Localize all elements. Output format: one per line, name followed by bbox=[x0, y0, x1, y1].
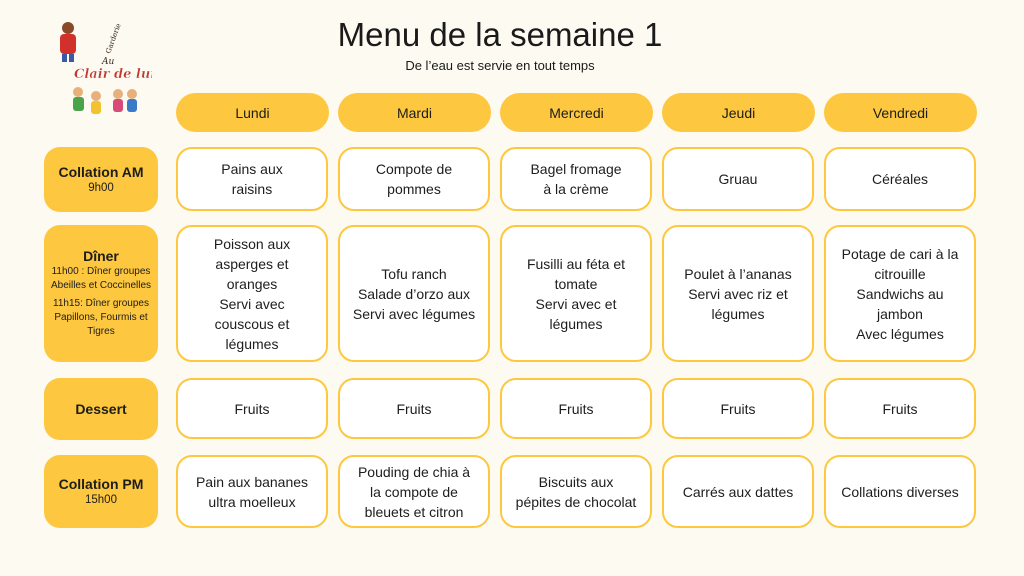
menu-cell-diner-jeudi: Poulet à l’ananas Servi avec riz et légu… bbox=[662, 225, 814, 362]
menu-cell-diner-vendredi: Potage de cari à la citrouille Sandwichs… bbox=[824, 225, 976, 362]
row-label-collation-pm: Collation PM 15h00 bbox=[44, 455, 158, 528]
row-label-collation-am: Collation AM 9h00 bbox=[44, 147, 158, 212]
menu-cell-dessert-jeudi: Fruits bbox=[662, 378, 814, 439]
menu-cell-dessert-vendredi: Fruits bbox=[824, 378, 976, 439]
menu-cell-collation-am-jeudi: Gruau bbox=[662, 147, 814, 211]
menu-cell-collation-am-mardi: Compote de pommes bbox=[338, 147, 490, 211]
menu-cell-collation-pm-vendredi: Collations diverses bbox=[824, 455, 976, 528]
menu-cell-collation-am-mercredi: Bagel fromage à la crème bbox=[500, 147, 652, 211]
menu-cell-dessert-mercredi: Fruits bbox=[500, 378, 652, 439]
menu-cell-collation-pm-jeudi: Carrés aux dattes bbox=[662, 455, 814, 528]
menu-cell-collation-pm-mercredi: Biscuits aux pépites de chocolat bbox=[500, 455, 652, 528]
svg-text:Clair de lune: Clair de lune bbox=[74, 67, 152, 82]
day-header-mercredi: Mercredi bbox=[500, 93, 653, 132]
svg-text:Garderie: Garderie bbox=[104, 22, 122, 54]
day-header-vendredi: Vendredi bbox=[824, 93, 977, 132]
menu-cell-diner-mercredi: Fusilli au féta et tomate Servi avec et … bbox=[500, 225, 652, 362]
row-label-title: Dîner bbox=[83, 248, 119, 264]
day-header-lundi: Lundi bbox=[176, 93, 329, 132]
row-label-time: 9h00 bbox=[88, 182, 114, 194]
row-label-title: Dessert bbox=[75, 400, 127, 417]
menu-cell-dessert-lundi: Fruits bbox=[176, 378, 328, 439]
row-label-title: Collation AM bbox=[58, 164, 144, 180]
row-label-title: Collation PM bbox=[58, 476, 144, 492]
menu-cell-collation-pm-lundi: Pain aux bananes ultra moelleux bbox=[176, 455, 328, 528]
day-header-jeudi: Jeudi bbox=[662, 93, 815, 132]
row-label-diner: Dîner 11h00 : Dîner groupes Abeilles et … bbox=[44, 225, 158, 362]
row-label-time: 15h00 bbox=[85, 494, 117, 506]
page-subtitle: De l’eau est servie en tout temps bbox=[405, 58, 595, 73]
menu-cell-collation-am-vendredi: Céréales bbox=[824, 147, 976, 211]
menu-cell-collation-pm-mardi: Pouding de chia à la compote de bleuets … bbox=[338, 455, 490, 528]
svg-text:Au: Au bbox=[101, 57, 114, 67]
menu-cell-diner-mardi: Tofu ranch Salade d’orzo aux Servi avec … bbox=[338, 225, 490, 362]
row-label-dessert: Dessert bbox=[44, 378, 158, 440]
row-label-note: 11h15: Dîner groupes Papillons, Fourmis … bbox=[53, 298, 149, 337]
menu-cell-diner-lundi: Poisson aux asperges et oranges Servi av… bbox=[176, 225, 328, 362]
day-header-mardi: Mardi bbox=[338, 93, 491, 132]
row-label-note: 11h00 : Dîner groupes Abeilles et Coccin… bbox=[50, 266, 152, 291]
daycare-logo: Garderie Au Clair de lune bbox=[32, 14, 168, 124]
menu-cell-dessert-mardi: Fruits bbox=[338, 378, 490, 439]
menu-cell-collation-am-lundi: Pains aux raisins bbox=[176, 147, 328, 211]
page-title: Menu de la semaine 1 bbox=[337, 16, 663, 53]
